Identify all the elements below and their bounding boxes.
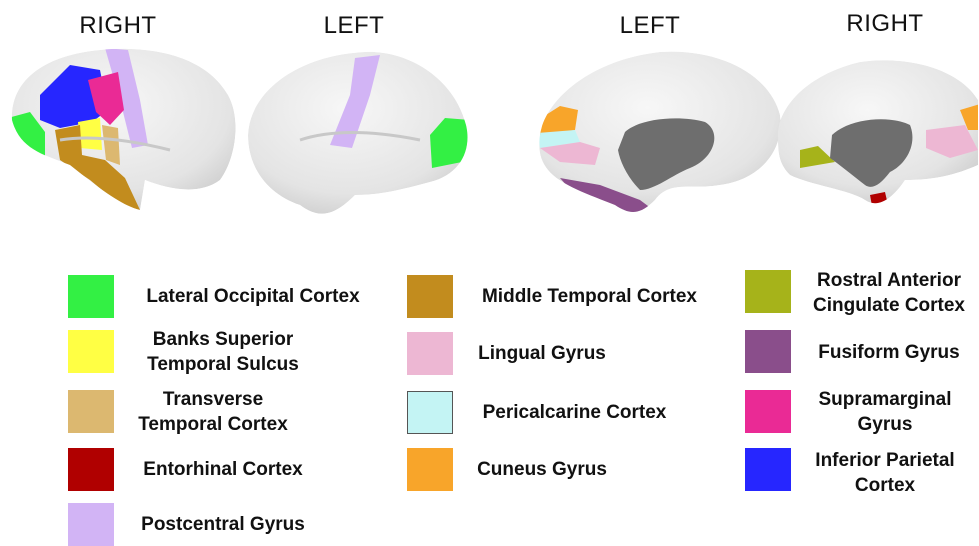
legend-swatch-lingual: [407, 332, 453, 375]
legend-label-cuneus: Cuneus Gyrus: [462, 457, 622, 482]
legend-swatch-middle-temporal: [407, 275, 453, 318]
brain-lateral-right: [8, 48, 236, 210]
region-banks-sts: [78, 118, 102, 150]
legend-label-postcentral: Postcentral Gyrus: [123, 512, 323, 537]
legend-label-lateral-occipital: Lateral Occipital Cortex: [123, 284, 383, 309]
legend-label-middle-temporal: Middle Temporal Cortex: [462, 284, 717, 309]
brain-surfaces: [0, 0, 979, 235]
brain-medial-right: [778, 60, 979, 206]
legend-swatch-inferior-parietal: [745, 448, 791, 491]
legend-label-lingual: Lingual Gyrus: [462, 341, 622, 366]
legend-label-entorhinal: Entorhinal Cortex: [123, 457, 323, 482]
legend-label-fusiform: Fusiform Gyrus: [800, 340, 978, 365]
legend-swatch-supramarginal: [745, 390, 791, 433]
legend-swatch-rostral-anterior-cingulate: [745, 270, 791, 313]
legend-swatch-cuneus: [407, 448, 453, 491]
legend-swatch-pericalcarine: [407, 391, 453, 434]
legend-swatch-transverse-temporal: [68, 390, 114, 433]
brain-lateral-left: [248, 52, 472, 214]
legend-swatch-banks-sts: [68, 330, 114, 373]
brain-medial-left: [538, 52, 781, 215]
legend-swatch-fusiform: [745, 330, 791, 373]
legend-label-pericalcarine: Pericalcarine Cortex: [462, 400, 687, 425]
legend-swatch-lateral-occipital: [68, 275, 114, 318]
legend-swatch-entorhinal: [68, 448, 114, 491]
